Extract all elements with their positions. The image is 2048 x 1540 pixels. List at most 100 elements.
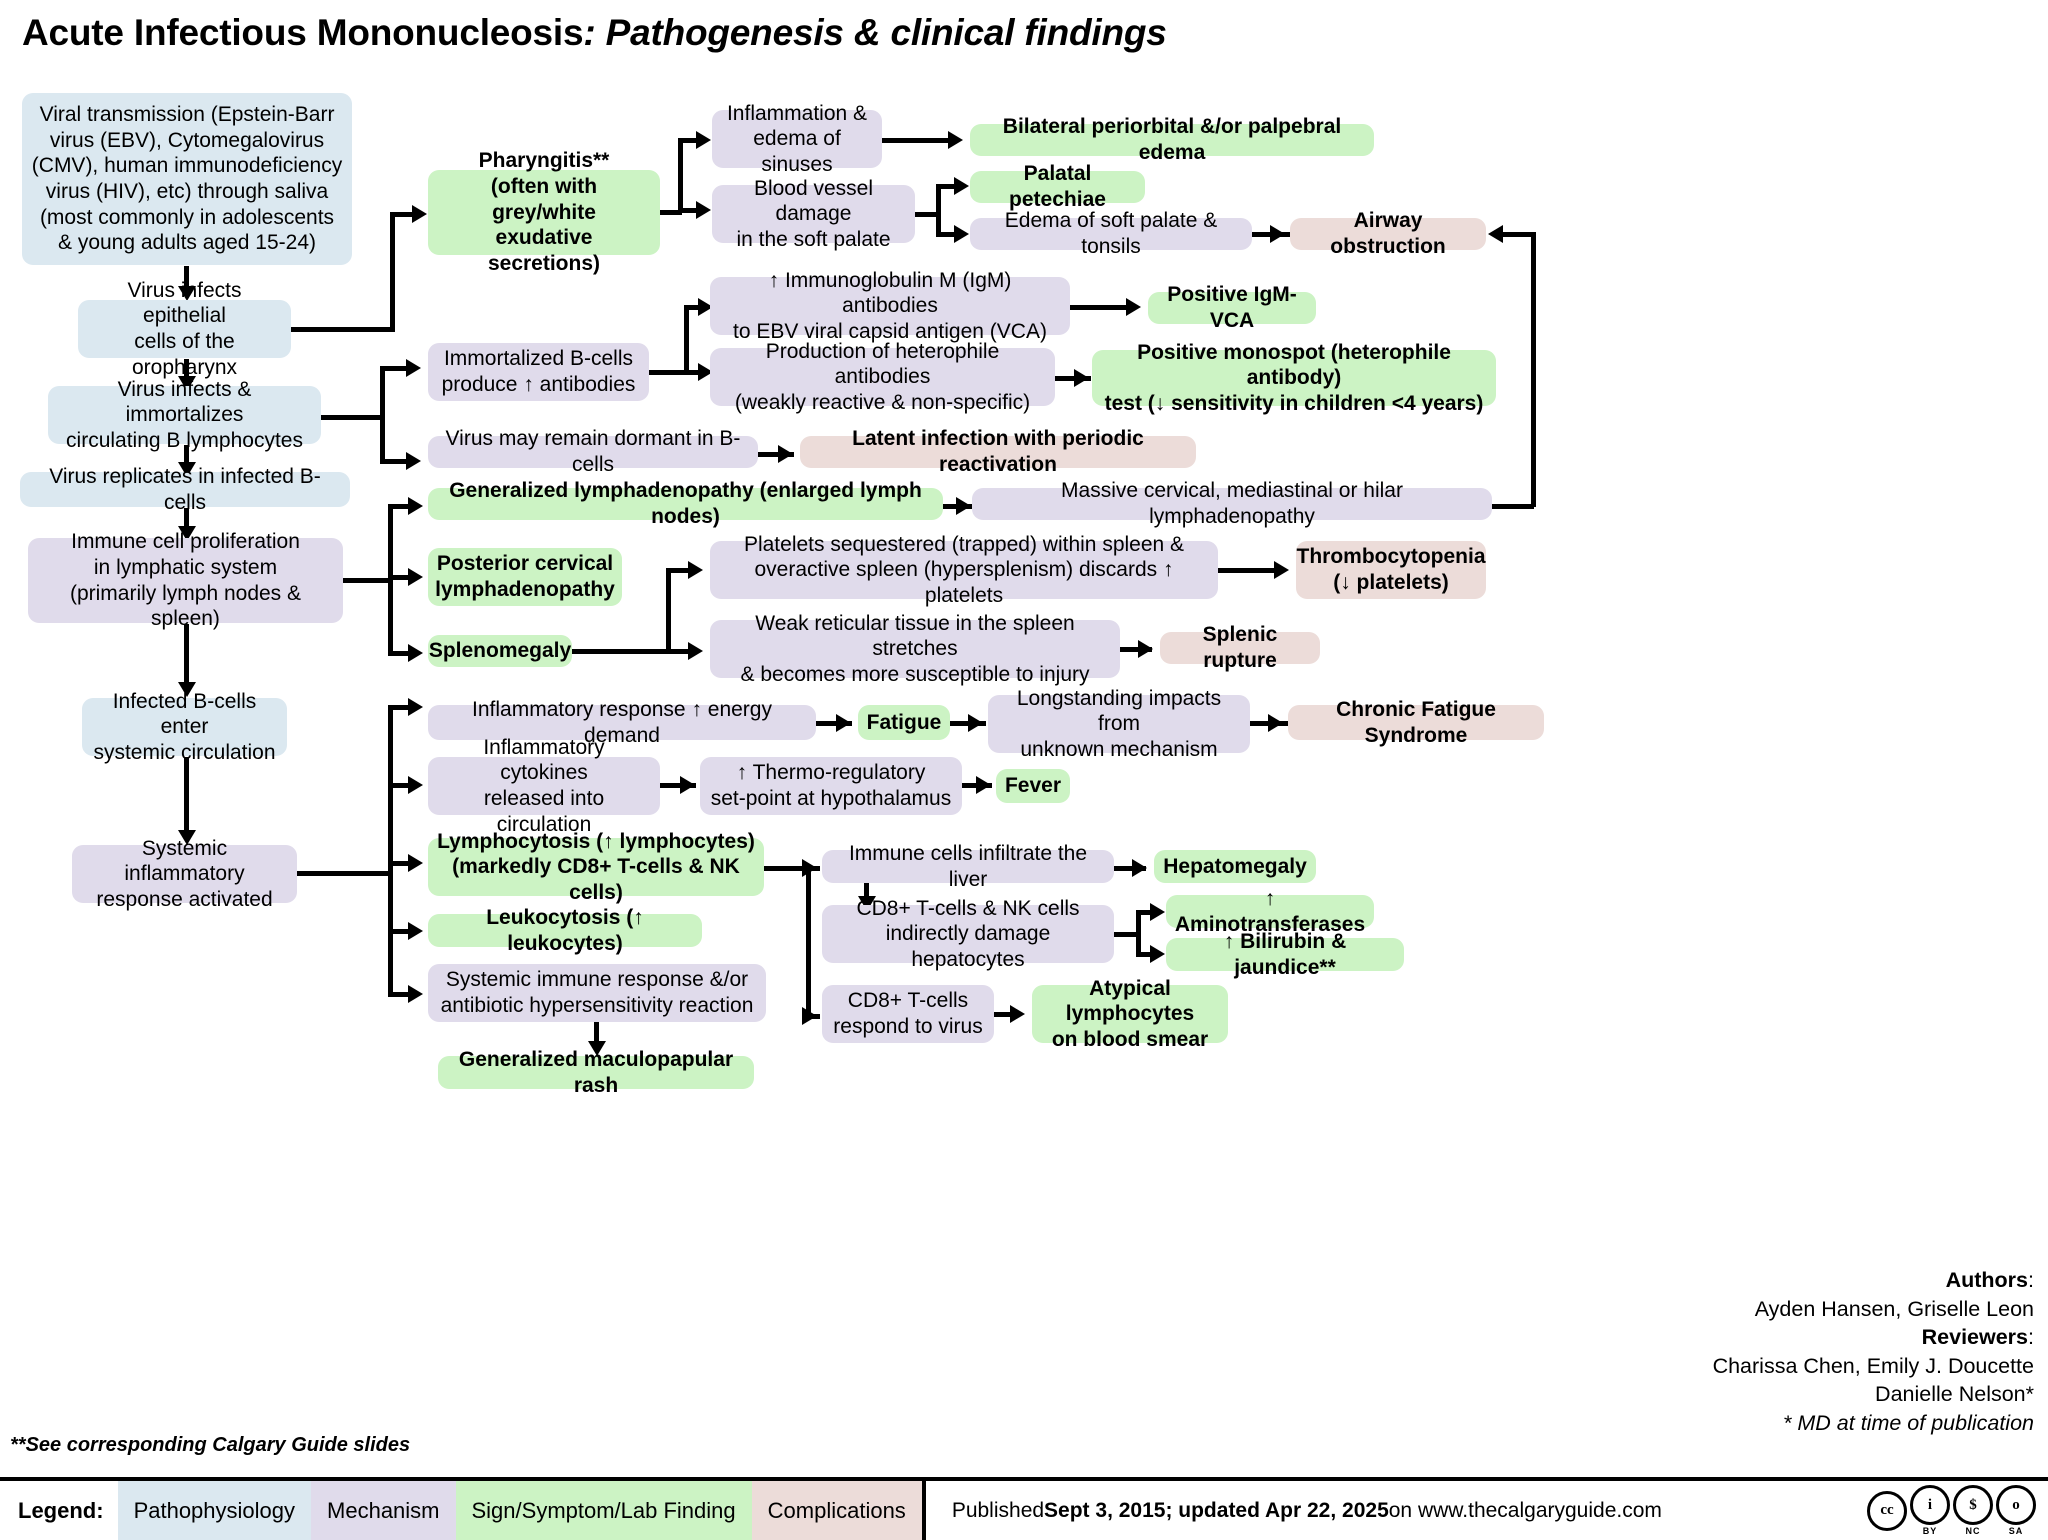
edge-immortalized-split [684,305,689,374]
arrowhead-right [968,714,983,732]
reviewers-names-line1: Charissa Chen, Emily J. Doucette [1712,1353,2034,1378]
node-pharyngitis: Pharyngitis** (often with grey/white exu… [428,149,660,275]
node-vessel-damage: Blood vessel damage in the soft palate [712,177,915,251]
edge-to-sinus [678,138,700,143]
arrowhead-left [1488,225,1503,243]
node-immune-proliferation: Immune cell proliferation in lymphatic s… [28,530,343,630]
arrowhead-down [178,286,196,301]
edge-splenomegaly-out [572,649,670,654]
edge-to-hypersensitivity [388,992,412,997]
md-note: * MD at time of publication [1783,1410,2034,1435]
edge-replicates-to-proliferation [184,508,189,529]
arrowhead-right [688,561,703,579]
edge-proliferation-to-systemic [184,624,189,685]
arrowhead-down [178,830,196,845]
page-title-main: Acute Infectious Mononucleosis [22,12,584,53]
edge-igm-to-positive [1070,305,1130,310]
edge-to-cytokines [388,783,412,788]
arrowhead-right [778,445,793,463]
edge-proliferation-split [388,504,393,656]
edge-to-lymphocytosis [388,861,412,866]
edge-proliferation-right [343,578,391,583]
arrowhead-right [688,642,703,660]
cc-sa-icon: o [1996,1485,2036,1525]
arrowhead-right [1074,369,1089,387]
edge-blymph-right [321,415,383,420]
edge-vessel-split [936,184,941,236]
node-platelets-sequestered: Platelets sequestered (trapped) within s… [710,533,1218,607]
node-immortalized-bcells: Immortalized B-cells produce ↑ antibodie… [428,343,649,401]
node-hepatomegaly: Hepatomegaly [1154,850,1316,883]
published-dates: Sept 3, 2015; updated Apr 22, 2025 [1044,1498,1389,1522]
arrowhead-right [696,131,711,149]
arrowhead-right [836,714,851,732]
edge-to-leukocytosis [388,929,412,934]
edge-hepatocytes-split [1136,910,1141,955]
arrowhead-right [412,205,427,223]
edge-to-petechiae [936,184,958,189]
cc-nc-icon: $ [1953,1485,1993,1525]
arrowhead-right [698,298,713,316]
edge-to-pharyngitis [390,212,416,217]
edge-hepatocytes-out [1114,932,1140,937]
node-airway-obstruction: Airway obstruction [1290,209,1486,258]
edge-to-platelets [666,568,692,573]
edge-to-weak-reticular [666,649,692,654]
node-thrombocytopenia: Thrombocytopenia (↓ platelets) [1296,541,1486,599]
edge-to-igm [684,305,702,310]
node-positive-monospot: Positive monospot (heterophile antibody)… [1092,341,1496,415]
arrowhead-right [1126,298,1141,316]
edge-vessel-out [915,212,939,217]
edge-to-aminotransferases [1136,910,1154,915]
node-chronic-fatigue-syndrome: Chronic Fatigue Syndrome [1288,698,1544,747]
edge-inflammatory-split [388,705,393,995]
node-infiltrate-liver: Immune cells infiltrate the liver [822,842,1114,891]
edge-lymphocytosis-out [764,866,810,871]
edge-sinus-to-periorbital [882,138,950,143]
edge-immortalized-out [649,370,689,375]
legend-item-complications[interactable]: Complications [751,1481,922,1540]
arrowhead-right [1274,561,1289,579]
arrowhead-right [696,201,711,219]
published-suffix: on www.thecalgaryguide.com [1388,1498,1662,1522]
edge-to-posterior-cervical [388,575,412,580]
edge-liver-down [864,883,869,901]
legend-bar: Legend: Pathophysiology Mechanism Sign/S… [0,1477,2048,1540]
node-thermoregulatory-setpoint: ↑ Thermo-regulatory set-point at hypotha… [700,757,962,815]
arrowhead-right [698,363,713,381]
legend-item-mechanism[interactable]: Mechanism [311,1481,456,1540]
node-inflammatory-activated: Systemic inflammatory response activated [72,837,297,911]
edge-to-palate-edema [936,232,958,237]
node-energy-demand: Inflammatory response ↑ energy demand [428,698,816,747]
legend-label: Legend: [0,1481,118,1540]
arrowhead-right [956,497,971,515]
node-generalized-lymphadenopathy: Generalized lymphadenopathy (enlarged ly… [428,479,943,528]
authors-label: Authors [1945,1268,2029,1292]
arrowhead-right [406,452,421,470]
node-heterophile-antibodies: Production of heterophile antibodies (we… [710,340,1055,414]
arrowhead-right [408,854,423,872]
node-massive-lymphadenopathy: Massive cervical, mediastinal or hilar l… [972,479,1492,528]
node-bilirubin-jaundice: ↑ Bilirubin & jaundice** [1166,930,1404,979]
edge-to-gen-lymphadenopathy [388,504,412,509]
arrowhead-right [680,776,695,794]
edge-hypersensitivity-to-rash [594,1022,599,1044]
node-hypersensitivity-reaction: Systemic immune response &/or antibiotic… [428,964,766,1022]
legend-item-sign-symptom[interactable]: Sign/Symptom/Lab Finding [455,1481,752,1540]
footnote-calgary-slides: **See corresponding Calgary Guide slides [10,1434,411,1456]
cc-icon: cc [1867,1490,1907,1531]
legend-item-pathophysiology[interactable]: Pathophysiology [117,1481,312,1540]
node-cd8-respond-virus: CD8+ T-cells respond to virus [822,985,994,1043]
edge-to-energy-demand [388,705,412,710]
arrowhead-right [408,568,423,586]
reviewers-label: Reviewers [1921,1325,2029,1350]
node-splenomegaly: Splenomegaly [428,635,572,667]
arrowhead-right [1150,945,1165,963]
node-aminotransferases: ↑ Aminotransferases [1166,887,1374,936]
edge-lymphocytosis-split [806,866,811,1016]
node-periorbital-edema: Bilateral periorbital &/or palpebral ede… [970,115,1374,164]
arrowhead-right [976,776,991,794]
edge-transmission-to-epithelial [184,266,189,288]
edge-cd8-to-atypical [994,1012,1016,1017]
